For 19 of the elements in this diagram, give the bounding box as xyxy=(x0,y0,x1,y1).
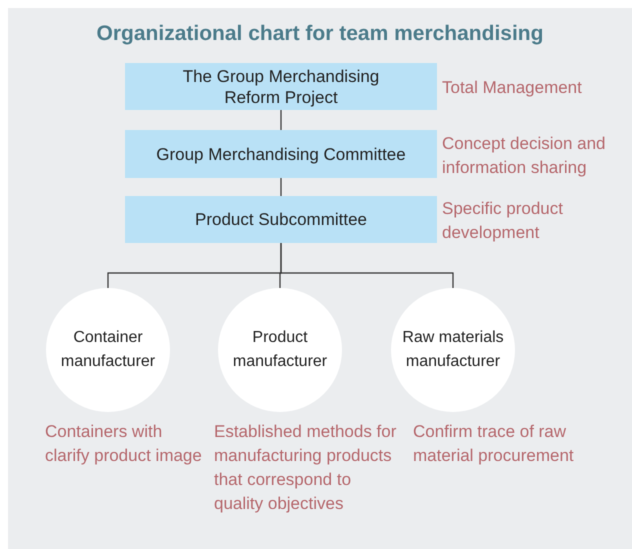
description-text: Concept decision and information sharing xyxy=(442,133,607,179)
description-text: Containers with clarify product image xyxy=(45,421,203,467)
org-box xyxy=(125,63,437,110)
connector-line xyxy=(280,178,282,196)
description-text: Established methods for manufacturing products that correspond to quality objectives xyxy=(214,421,398,515)
node-label: The Group Merchandising Reform Project xyxy=(182,66,380,108)
node-label: Product manufacturer xyxy=(232,328,328,372)
node-label: Raw materials manufacturer xyxy=(401,328,505,372)
org-box xyxy=(125,130,437,178)
org-box xyxy=(125,196,437,243)
description-text: Total Management xyxy=(442,77,583,99)
node-label: Product Subcommittee xyxy=(195,209,367,230)
node-label: Container manufacturer xyxy=(60,328,156,372)
description-text: Confirm trace of raw material procurement xyxy=(413,421,575,467)
connector-line xyxy=(280,243,454,288)
chart-title: Organizational chart for team merchandising xyxy=(96,21,544,47)
node-label: Group Merchandising Committee xyxy=(156,144,406,164)
description-text: Specific product development xyxy=(442,198,564,244)
connector-line xyxy=(280,110,282,130)
